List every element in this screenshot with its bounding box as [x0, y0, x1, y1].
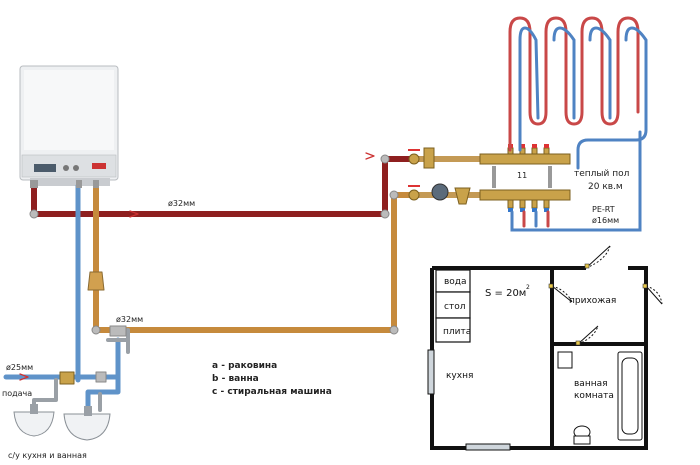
door — [551, 245, 663, 345]
pipes — [3, 152, 501, 413]
legend-item-c: c - стиральная машина — [212, 387, 332, 397]
room-label-bath-1: ванная — [574, 379, 608, 389]
room-label-water: вода — [444, 277, 467, 287]
boiler-knob — [63, 165, 69, 171]
supply-manifold-bar — [479, 153, 571, 165]
mixing-valve — [423, 147, 435, 169]
boiler-logo — [92, 163, 106, 169]
boiler-knob — [73, 165, 79, 171]
circulation-pump — [431, 183, 449, 201]
flow-arrow — [365, 152, 375, 160]
return-manifold-bar — [479, 189, 571, 201]
window — [427, 349, 435, 395]
kitchen-counters — [435, 269, 471, 343]
floor-loop-supply — [508, 16, 640, 152]
bathroom-fixtures — [557, 351, 643, 445]
cold-water-diameter: ø25мм — [6, 363, 33, 372]
flow-arrow — [129, 210, 139, 218]
floor-return-line — [510, 130, 642, 232]
warm-floor-area: 20 кв.м — [588, 182, 623, 192]
floor-manifold: 11 — [408, 144, 571, 212]
return-pipe — [93, 183, 423, 333]
warm-floor-loop — [508, 16, 648, 232]
valve — [408, 185, 420, 201]
fixtures-label: с/у кухня и ванная — [8, 451, 87, 460]
manifold-number: 11 — [517, 171, 527, 180]
legend-item-a: a - раковина — [212, 361, 277, 371]
room-label-stove: плита — [443, 327, 471, 337]
legend-item-b: b - ванна — [212, 374, 259, 384]
sink-bathroom — [63, 406, 111, 441]
boiler-display — [34, 164, 56, 172]
main-return-diameter: ø32мм — [116, 315, 143, 324]
room-label-table: стол — [444, 302, 465, 312]
flow-arrow — [19, 373, 29, 381]
floor-pipe-diameter: ø16мм — [592, 216, 619, 225]
floorplan-area-sup: 2 — [526, 284, 530, 291]
boiler — [19, 65, 119, 186]
supply-label: подача — [2, 389, 32, 398]
floorplan-area: S = 20м — [485, 288, 526, 299]
floor-loop-return — [518, 26, 648, 170]
room-label-kitchen: кухня — [446, 371, 473, 381]
sink-kitchen — [13, 404, 55, 437]
room-label-bath-2: комната — [574, 391, 614, 401]
warm-floor-title: теплый пол — [574, 169, 629, 179]
legend: a - раковина b - ванна c - стиральная ма… — [212, 361, 332, 397]
valve — [408, 149, 420, 165]
floor-pipe-type: PE-RT — [592, 205, 615, 214]
window — [465, 443, 511, 451]
room-label-hall: прихожая — [569, 296, 616, 306]
filter — [454, 187, 471, 205]
main-supply-diameter: ø32мм — [168, 199, 195, 208]
floor-plan: вода стол плита кухня прихожая ванная ко… — [427, 245, 663, 451]
